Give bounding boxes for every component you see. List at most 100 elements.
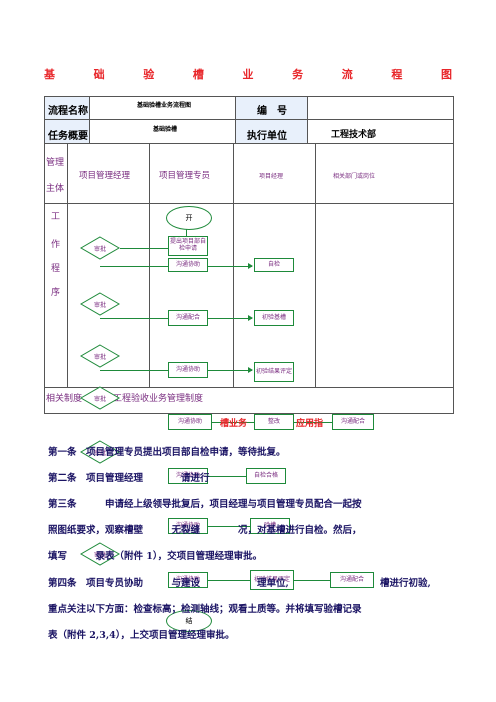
connector (208, 370, 252, 371)
approve-diamond: 审批 (80, 386, 120, 410)
connector (208, 526, 250, 527)
connector (294, 580, 330, 581)
page-title: 基 础 验 槽 业 务 流 程 图 (44, 66, 452, 84)
role-header: 项目经理 (259, 173, 284, 180)
process-label-char: 程 (51, 264, 61, 274)
arrow (248, 315, 253, 321)
coord-step: 沟通协助 (168, 468, 208, 484)
col-divider (67, 143, 68, 387)
article-3-line-1: 第三条 申请经上级领导批复后，项目经理与项目管理专员配合一起按 (48, 499, 362, 510)
connector (208, 318, 252, 319)
role-header: 项目管理经理 (79, 171, 131, 181)
article-3-line-3: 填写 录表（附件 1），交项目管理经理审批。 (48, 551, 263, 562)
row-divider (45, 143, 453, 144)
connector (208, 266, 252, 267)
connector (208, 476, 246, 477)
connector (100, 370, 168, 371)
exec-unit-label: 执行单位 (247, 131, 287, 142)
connector (186, 228, 187, 236)
overlay-text: 应用指 (296, 419, 324, 429)
coord-step: 沟通协助 (168, 414, 212, 430)
connector (212, 422, 254, 423)
col-divider (89, 97, 90, 143)
col-divider (233, 143, 234, 387)
article-3-line-2: 照图纸要求，观察槽壁 无裂缝 况，对基槽进行自检。然后， (48, 525, 362, 536)
col-divider (235, 97, 236, 143)
subject-label: 主体 (46, 184, 65, 194)
related-value: 工程验收业务管理制度 (113, 394, 204, 404)
header-bg (45, 119, 89, 143)
col-divider (315, 143, 316, 387)
header-bg (235, 119, 307, 143)
process-name-value: 基础验槽业务流程图 (137, 102, 192, 109)
check-step: 验槽 (250, 518, 290, 534)
selfcheck-step: 自检 (254, 258, 294, 272)
connector (294, 422, 332, 423)
row-divider (45, 119, 453, 120)
title-char: 图 (441, 68, 452, 81)
record-step: 初验结果评定 (254, 362, 294, 382)
overlay-text: 槽业务 (220, 419, 248, 429)
arrow (248, 263, 253, 269)
number-label: 编 号 (257, 106, 287, 117)
approve-diamond: 审批 (80, 542, 120, 566)
end-node: 结 (166, 610, 212, 632)
role-header: 项目管理专员 (159, 171, 211, 181)
connector (100, 266, 168, 267)
start-node: 开 (166, 206, 212, 230)
coop-step: 沟通配合 (332, 414, 374, 430)
process-table: 流程名称 基础验槽业务流程图 编 号 任务概要 基础验槽 执行单位 工程技术部 … (44, 96, 454, 414)
process-label-char: 序 (51, 288, 61, 298)
approve-diamond: 审批 (80, 344, 120, 368)
article-4-line-3: 表（附件 2,3,4），上交项目管理经理审批。 (48, 630, 235, 641)
related-label: 相关制度 (46, 394, 83, 404)
title-char: 槽 (192, 68, 204, 81)
connector (120, 248, 168, 249)
article-1: 第一条 项目管理专员提出项目部自检申请，等待批复。 (48, 447, 286, 458)
title-char: 验 (143, 68, 155, 81)
coord-step: 沟通配合 (168, 310, 208, 326)
header-bg (235, 97, 307, 119)
title-char: 业 (242, 68, 254, 81)
process-name-label: 流程名称 (48, 106, 88, 117)
row-divider (45, 203, 453, 204)
arrow (248, 367, 253, 373)
end-label: 结 (185, 617, 193, 625)
approve-diamond: 审批 (80, 292, 120, 316)
connector (208, 580, 250, 581)
subject-label: 管理 (46, 158, 65, 168)
title-char: 程 (391, 68, 403, 81)
apply-step: 提出项目部自检申请 (168, 236, 208, 256)
article-4-tail: 槽进行初验, (380, 578, 431, 589)
task-value: 基础验槽 (153, 126, 178, 133)
role-header: 相关部门或岗位 (333, 173, 376, 180)
process-label-char: 工 (51, 212, 61, 222)
process-label-char: 作 (51, 240, 61, 250)
start-label: 开 (185, 214, 193, 222)
title-char: 务 (292, 68, 304, 81)
article-2: 第二条 项目管理经理 请进行 (48, 473, 210, 484)
header-bg (45, 97, 89, 119)
title-char: 基 (44, 68, 55, 81)
col-divider (149, 143, 150, 387)
coord-step: 沟通协助 (168, 572, 208, 588)
title-char: 流 (341, 68, 353, 81)
approve-diamond: 审批 (80, 236, 120, 260)
col-divider (307, 97, 308, 143)
check-step: 自检合格 (246, 468, 286, 484)
coop-step: 沟通配合 (330, 572, 374, 588)
title-char: 础 (93, 68, 105, 81)
coord-step: 沟通协助 (168, 362, 208, 378)
approve-diamond: 审批 (80, 440, 120, 464)
coord-step: 沟通协助 (168, 258, 208, 272)
connector (100, 318, 168, 319)
row-divider (45, 387, 453, 388)
exec-unit-value: 工程技术部 (331, 130, 377, 140)
article-4-line-2: 重点关注以下方面：检查标高；检测轴线；观看土质等。并将填写验槽记录 (48, 604, 362, 615)
basecheck-step: 初验基槽 (254, 310, 294, 326)
record-step: 初验结果评定 (250, 570, 294, 590)
task-label: 任务概要 (48, 131, 88, 142)
article-4-line-1: 第四条 项目专员协助 与建设 理单位, (48, 578, 289, 589)
coord-step: 沟通协助 (168, 518, 208, 534)
rectify-step: 整改 (254, 414, 294, 430)
